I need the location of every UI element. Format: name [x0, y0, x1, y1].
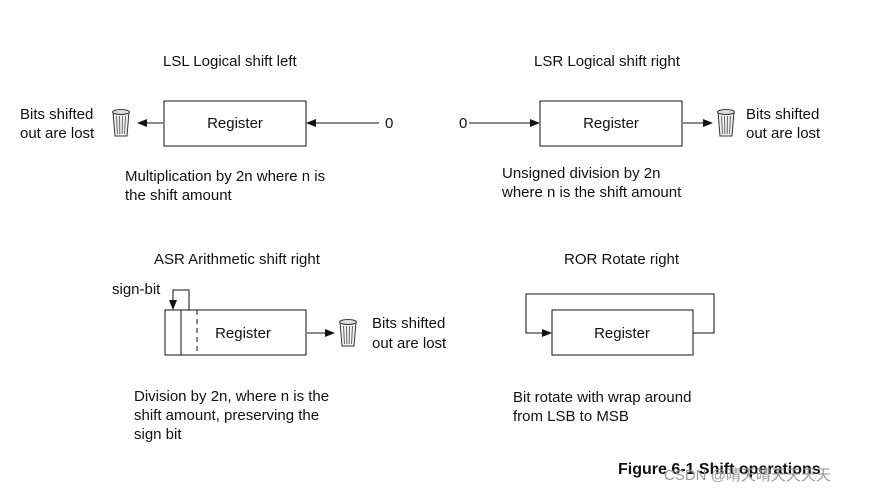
asr-desc-line3: sign bit	[134, 426, 182, 443]
lsl-panel: LSL Logical shift left Register 0 Bits s…	[20, 53, 393, 204]
asr-register-label: Register	[215, 325, 271, 342]
ror-desc-line1: Bit rotate with wrap around	[513, 389, 691, 406]
lsr-panel: LSR Logical shift right Register 0 Bits …	[459, 53, 821, 201]
asr-lost-line1: Bits shifted	[372, 315, 445, 332]
lsr-lost-line2: out are lost	[746, 125, 821, 142]
lsl-register-box	[163, 100, 307, 147]
lsr-register-label: Register	[583, 115, 639, 132]
asr-sign-bit-loop	[169, 289, 190, 310]
lsr-register-box	[539, 100, 683, 147]
lsl-title: LSL Logical shift left	[163, 53, 298, 70]
ror-desc-line2: from LSB to MSB	[513, 408, 629, 425]
asr-lost-line2: out are lost	[372, 335, 447, 352]
ror-register-label: Register	[594, 325, 650, 342]
figure-caption: Figure 6-1 Shift operations	[618, 461, 821, 478]
lsl-lost-line1: Bits shifted	[20, 106, 93, 123]
asr-desc-line1: Division by 2n, where n is the	[134, 388, 329, 405]
lsr-trash-icon	[717, 109, 735, 137]
lsr-desc-line2: where n is the shift amount	[501, 184, 682, 201]
ror-wrap-loop	[525, 293, 715, 337]
lsl-input-zero: 0	[385, 115, 393, 132]
lsr-desc-line1: Unsigned division by 2n	[502, 165, 660, 182]
asr-sign-bit-label: sign-bit	[112, 281, 161, 298]
ror-panel: ROR Rotate right Register Bit rotate wit…	[513, 251, 715, 425]
lsl-lost-line2: out are lost	[20, 125, 95, 142]
watermark: CSDN @晴天晴天天天天	[664, 467, 831, 484]
asr-panel: ASR Arithmetic shift right sign-bit Regi…	[112, 251, 447, 443]
lsr-lost-line1: Bits shifted	[746, 106, 819, 123]
lsl-register-label: Register	[207, 115, 263, 132]
lsr-title: LSR Logical shift right	[534, 53, 681, 70]
lsl-trash-icon	[112, 109, 130, 137]
asr-desc-line2: shift amount, preserving the	[134, 407, 319, 424]
ror-title: ROR Rotate right	[564, 251, 680, 268]
asr-trash-icon	[339, 319, 357, 347]
lsr-input-zero: 0	[459, 115, 467, 132]
lsl-desc-line1: Multiplication by 2n where n is	[125, 168, 325, 185]
asr-register-box	[164, 309, 307, 356]
asr-title: ASR Arithmetic shift right	[154, 251, 321, 268]
lsl-desc-line2: the shift amount	[125, 187, 233, 204]
